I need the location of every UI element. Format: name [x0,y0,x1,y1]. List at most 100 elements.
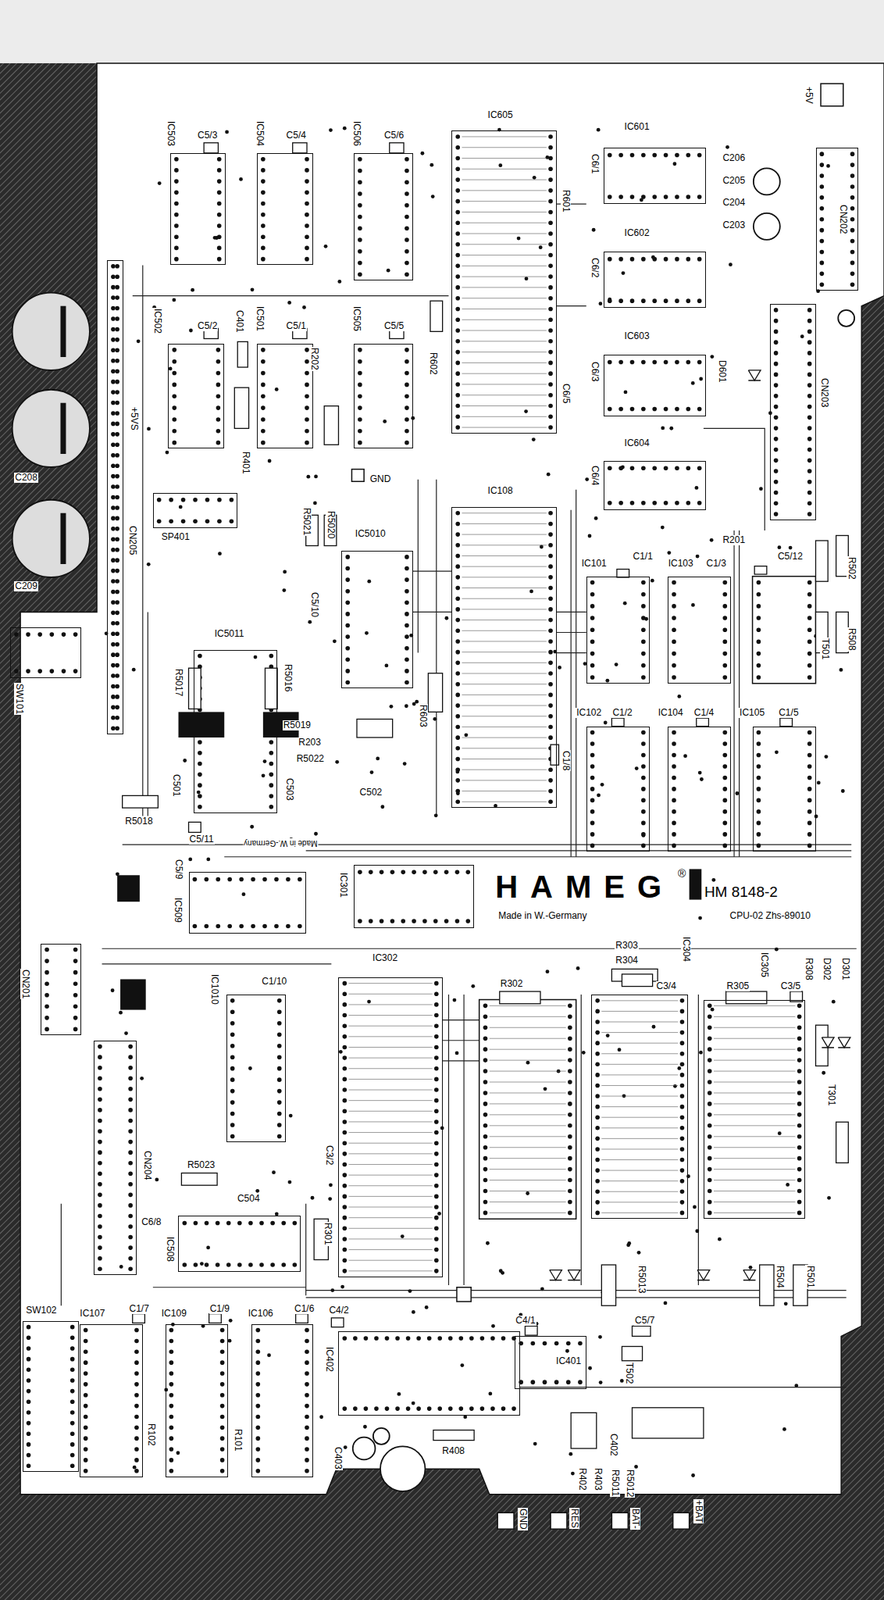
pin-pad [379,869,385,875]
pin-pad [390,918,396,924]
pin-pad [455,156,460,161]
pin-pad [455,777,460,783]
pin-pad [511,1405,517,1411]
pin-track [461,544,546,546]
pin-pad [44,992,50,998]
pin-pad [110,484,116,489]
pin-pad [345,599,350,605]
pin-pad [128,1213,133,1219]
pin-pad [230,1099,236,1105]
via [304,213,309,218]
pin-pad [230,1043,236,1048]
pin-pad [548,670,553,676]
pin-pad [618,153,624,158]
pin-pad [663,256,669,262]
pin-pad [70,1398,75,1404]
pin-pad [342,1183,348,1188]
pin-pad [455,360,460,366]
pin-pad [304,1414,310,1419]
pin-track [461,705,546,706]
pin-pad [70,1366,75,1372]
pin-pad [114,400,120,406]
pin-pad [114,705,120,710]
pin-pad [110,400,116,406]
pin-track [489,1081,567,1083]
pin-pad [128,1160,133,1166]
pin-pad [680,1178,685,1184]
pin-pad [756,741,762,746]
pin-pad [342,1247,348,1252]
silkscreen-label: R301 [322,1221,333,1246]
part-designator: IC402 [324,1345,335,1373]
pin-pad [83,1435,89,1441]
via [463,732,468,737]
test-pad [497,1511,514,1529]
pin-pad [110,421,116,427]
silkscreen-label: T502 [623,1361,635,1384]
pin-track [461,512,546,514]
silkscreen-label: R102 [146,1422,157,1447]
pin-pad [671,798,677,803]
pin-pad [455,403,460,409]
pin-pad [455,370,460,376]
pin-pad [807,763,813,769]
pin-pad [465,869,471,875]
via [470,983,475,988]
pin-pad [304,245,310,251]
pin-pad [97,1139,103,1145]
pin-pad [797,1035,803,1041]
ic-outline: IC302 [338,976,442,1277]
pin-pad [807,372,813,378]
pin-pad [134,1392,140,1398]
ic-outline: IC104 [667,726,731,852]
pin-pad [773,350,779,356]
pin-pad [404,347,410,353]
pin-pad [220,1468,225,1473]
pin-pad [260,256,266,262]
pin-pad [542,1379,548,1384]
via [576,965,581,970]
pin-pad [483,1210,489,1216]
pin-track [349,1216,433,1218]
trace [435,479,437,817]
pin-pad [304,440,310,446]
pin-pad [342,1001,348,1007]
pin-pad [404,203,410,208]
capacitor-circle [753,213,781,240]
pin-pad [455,145,460,150]
pin-track [713,1048,795,1050]
pin-pad [797,1144,803,1150]
pin-pad [304,1392,310,1398]
silkscreen-label: ® [677,866,687,880]
pin-pad [342,1097,348,1103]
pin-pad [114,463,120,468]
pin-pad [342,1055,348,1060]
pin-pad [404,440,410,446]
pin-pad [723,627,728,632]
pin-pad [434,1097,439,1103]
pin-pad [444,918,450,924]
pin-track [461,758,546,760]
capacitor-circle [380,1445,425,1490]
pin-pad [110,663,116,668]
pin-pad [680,1199,685,1205]
pin-pad [260,382,266,388]
pin-track [349,1227,433,1229]
pin-pad [680,1072,685,1077]
pin-track [461,640,546,642]
pin-pad [641,809,646,814]
pin-pad [807,479,813,485]
pin-pad [404,588,410,594]
via [491,1323,496,1328]
pin-pad [756,786,762,792]
pin-track [601,1137,678,1139]
pin-pad [455,317,460,322]
pin-track [461,726,546,728]
pin-track [461,200,546,202]
pin-pad [756,798,762,803]
pin-pad [304,405,310,410]
pin-pad [590,763,596,769]
pin-pad [641,798,646,803]
pin-pad [342,1151,348,1156]
